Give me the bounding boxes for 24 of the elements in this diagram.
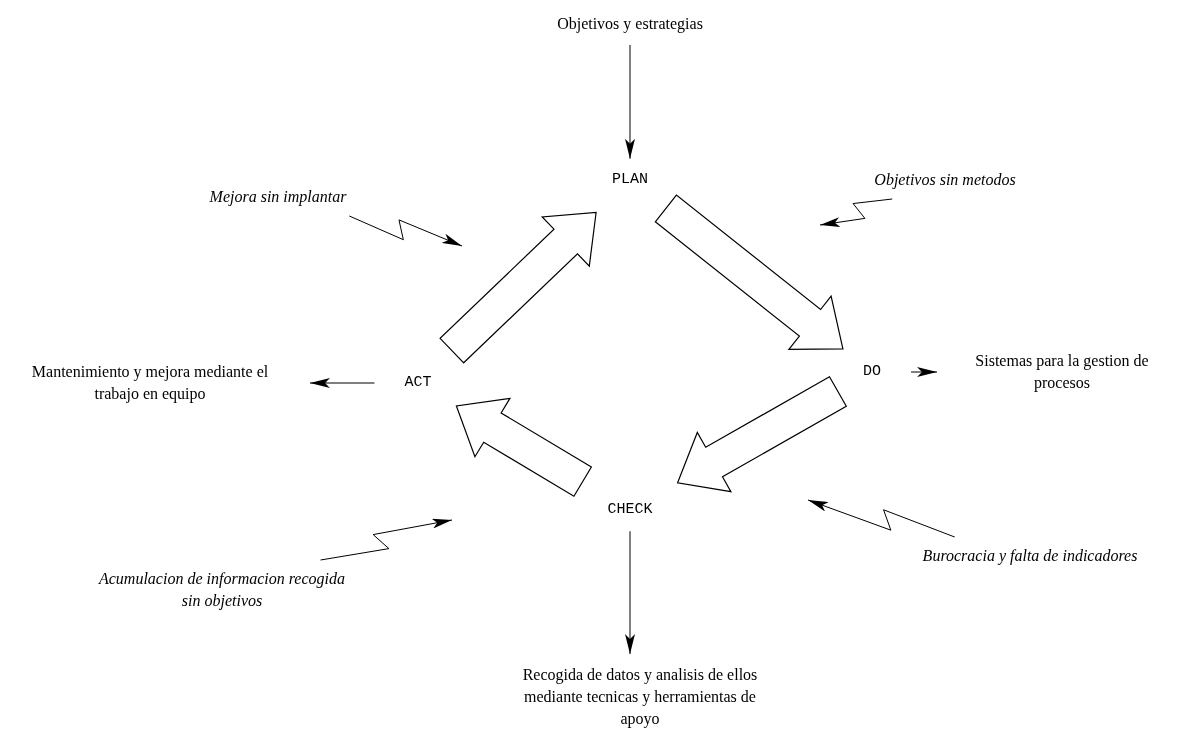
problem-label: Mejora sin implantar (209, 186, 347, 208)
arrow (309, 378, 375, 388)
arrow (625, 44, 635, 160)
output-label: Sistemas para la gestion de procesos (967, 350, 1157, 394)
block-arrow (676, 375, 848, 493)
output-label: Mantenimiento y mejora mediante el trabajo en equipo (20, 361, 280, 405)
input-label: Objetivos y estrategias (555, 13, 705, 35)
lightning-arrow (807, 499, 956, 538)
phase-label: PLAN (612, 168, 648, 192)
problem-label: Acumulacion de informacion recogida sin objetivos (92, 568, 352, 612)
output-label: Recogida de datos y analisis de ellos mediante tecnicas y herramientas de apoyo (505, 664, 775, 730)
problem-label: Burocracia y falta de indicadores (922, 545, 1138, 567)
arrow (910, 367, 938, 377)
lightning-arrow (348, 215, 463, 247)
block-arrow (455, 397, 593, 498)
phase-label: CHECK (607, 498, 653, 522)
problem-label: Objetivos sin metodos (874, 169, 1016, 191)
arrow (625, 530, 635, 655)
block-arrow (654, 194, 844, 350)
phase-label: ACT (404, 371, 432, 395)
block-arrow (439, 211, 597, 364)
lightning-arrow (320, 518, 453, 561)
lightning-arrow (819, 198, 893, 228)
phase-label: DO (863, 360, 881, 384)
